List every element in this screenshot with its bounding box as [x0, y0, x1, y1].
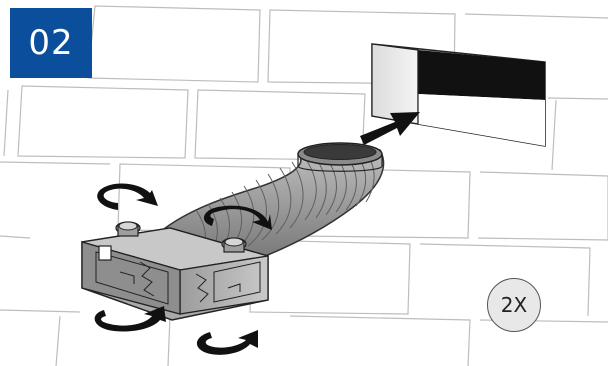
step-number-label: 02	[28, 23, 73, 63]
rotate-arrow-icon	[95, 306, 166, 332]
screw	[116, 222, 140, 236]
rotate-arrow-icon	[94, 183, 158, 215]
wall-opening	[372, 44, 545, 146]
quantity-badge: 2X	[487, 278, 541, 332]
screw	[222, 238, 246, 252]
step-number-badge: 02	[10, 8, 92, 78]
rotate-arrow-icon	[197, 330, 258, 355]
quantity-label: 2X	[501, 293, 527, 317]
